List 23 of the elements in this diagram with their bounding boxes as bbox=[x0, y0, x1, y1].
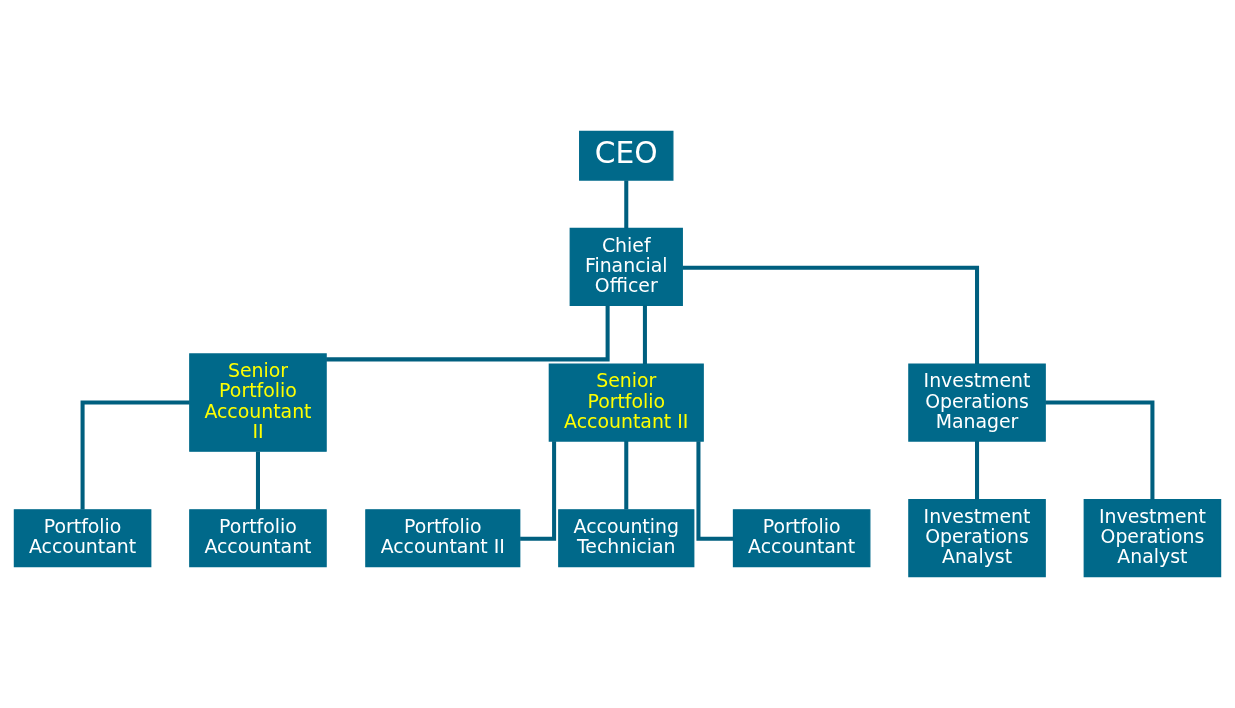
node-box: Senior Portfolio Accountant II bbox=[548, 363, 704, 442]
connector bbox=[624, 441, 629, 510]
connector bbox=[624, 180, 629, 229]
connector bbox=[682, 265, 980, 364]
node-box: Investment Operations Analyst bbox=[1083, 499, 1222, 578]
connector bbox=[520, 441, 557, 541]
node-box: Investment Operations Analyst bbox=[908, 499, 1046, 578]
connector bbox=[1045, 400, 1155, 500]
node-box: Portfolio Accountant bbox=[732, 509, 871, 568]
node-box: Chief Financial Officer bbox=[569, 227, 683, 307]
node-box: Investment Operations Manager bbox=[908, 363, 1046, 442]
connector bbox=[255, 451, 260, 510]
node-box: Portfolio Accountant bbox=[189, 509, 327, 568]
node-box: Portfolio Accountant II bbox=[365, 509, 521, 568]
connector bbox=[975, 441, 980, 500]
connector bbox=[696, 441, 734, 541]
connector bbox=[80, 400, 190, 510]
node-box: Accounting Technician bbox=[558, 509, 695, 568]
connector bbox=[642, 305, 647, 364]
node-box: Portfolio Accountant bbox=[13, 509, 152, 568]
node-box: Senior Portfolio Accountant II bbox=[189, 353, 327, 452]
node-box: CEO bbox=[579, 130, 674, 181]
connector bbox=[326, 305, 610, 362]
